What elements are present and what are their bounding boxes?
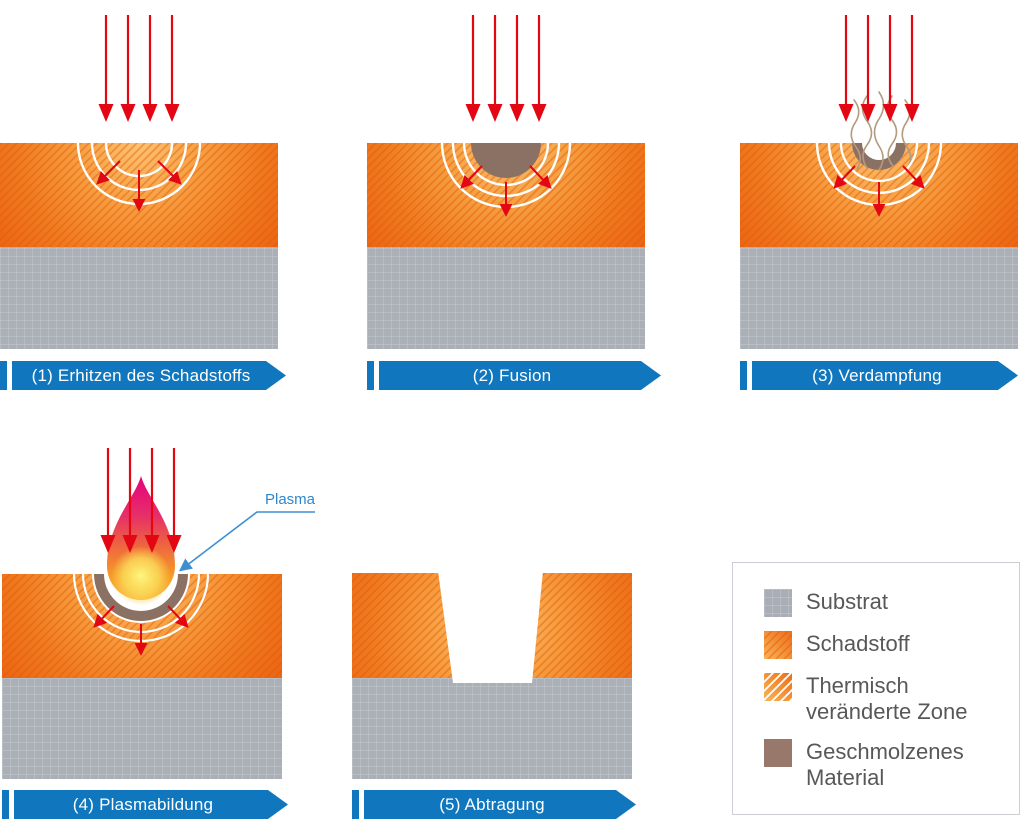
step-3-tick <box>740 361 747 390</box>
legend-item-geschmolzenes-material: Geschmolzenes Material <box>764 739 964 791</box>
step-3-label: (3) Verdampfung <box>812 365 942 385</box>
step-1-label: (1) Erhitzen des Schadstoffs <box>31 365 251 385</box>
panel-2-fusion-diagram <box>367 15 645 349</box>
plasma-leader-line <box>178 511 315 572</box>
heat-flow-arrows <box>93 605 189 656</box>
ablated-groove <box>438 571 543 683</box>
panel-5-removal-diagram <box>352 571 632 779</box>
substrate-grid <box>352 678 632 779</box>
laser-beam-arrows <box>465 15 547 122</box>
molten-material-rim <box>852 143 906 170</box>
legend-swatch-substrate <box>764 589 792 617</box>
laser-beam-arrows <box>838 15 920 122</box>
step-4-label: (4) Plasmabildung <box>72 794 214 814</box>
panel-1-heating-diagram <box>0 15 278 349</box>
substrate-grid <box>740 247 1018 349</box>
step-5-banner: (5) Abtragung <box>364 790 636 819</box>
legend-swatch-contaminant <box>764 631 792 659</box>
step-2-tick <box>367 361 374 390</box>
legend-swatch-heat-affected-zone <box>764 673 792 701</box>
molten-material-cap <box>471 143 541 178</box>
legend-label: Substrat <box>806 589 888 614</box>
step-1-tick <box>0 361 7 390</box>
step-5-tick <box>352 790 359 819</box>
panel-3-evaporation-diagram <box>740 15 1018 349</box>
legend-label: Schadstoff <box>806 631 910 656</box>
laser-beam-arrows <box>100 448 182 553</box>
heat-flow-arrows <box>96 160 182 212</box>
heat-flow-arrows <box>460 165 552 217</box>
step-5-label: (5) Abtragung <box>439 794 545 814</box>
step-4-tick <box>2 790 9 819</box>
plasma-annotation-label: Plasma <box>265 491 316 508</box>
panel-4-plasma-diagram <box>2 448 315 779</box>
laser-beam-arrows <box>98 15 180 122</box>
substrate-grid <box>367 247 645 349</box>
substrate-grid <box>0 247 278 349</box>
substrate-grid <box>2 678 282 779</box>
plasma-flame-core <box>112 547 170 605</box>
legend-item-schadstoff: Schadstoff <box>764 631 910 659</box>
legend-item-substrat: Substrat <box>764 589 888 617</box>
step-2-label: (2) Fusion <box>472 365 552 385</box>
step-3-banner: (3) Verdampfung <box>752 361 1018 390</box>
legend-swatch-molten-material <box>764 739 792 767</box>
molten-material-rim <box>94 574 188 621</box>
legend-label: Geschmolzenes Material <box>806 739 964 790</box>
legend-label: Thermisch veränderte Zone <box>806 673 968 724</box>
step-1-banner: (1) Erhitzen des Schadstoffs <box>12 361 286 390</box>
legend-item-thermisch-veraenderte-zone: Thermisch veränderte Zone <box>764 673 967 725</box>
legend-box: Substrat Schadstoff Thermisch veränderte… <box>732 562 1020 815</box>
heat-flow-arrows <box>833 165 925 217</box>
step-4-banner: (4) Plasmabildung <box>14 790 288 819</box>
step-2-banner: (2) Fusion <box>379 361 661 390</box>
